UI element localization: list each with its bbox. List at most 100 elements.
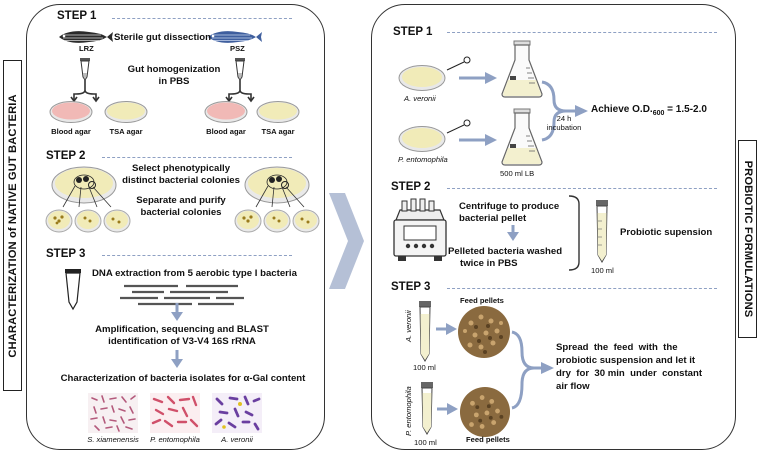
flask-icon-1 (501, 40, 543, 98)
tube-volume-1: 100 ml (413, 363, 436, 372)
tsa-agar-plate-1 (104, 101, 148, 123)
washed-line2: twice in PBS (460, 258, 518, 269)
dissection-text: Sterile gut dissection (114, 32, 212, 43)
right-step3-divider (447, 288, 717, 289)
species-label-2: P. entomophila (398, 155, 448, 164)
right-step3-title: STEP 3 (391, 281, 431, 293)
flask-volume-label: 500 ml LB (500, 169, 535, 178)
merge-arrow (541, 80, 588, 142)
big-chevron-arrow (329, 193, 364, 289)
left-side-label: CHARACTERIZATION of NATIVE GUT BACTERIA (6, 93, 19, 358)
fish-right-label: PSZ (230, 44, 245, 53)
centrifuge-line1: Centrifuge to produce (459, 201, 560, 212)
spread-line3: dry for 30 min under constant (556, 368, 703, 379)
left-side-label-box: CHARACTERIZATION of NATIVE GUT BACTERIA (3, 60, 22, 391)
flask-icon-2 (501, 108, 543, 166)
achieve-suffix: = 1.5-2.0 (664, 104, 707, 115)
species-label-1: A. veronii (404, 94, 436, 103)
probiotic-label: Probiotic supension (620, 227, 713, 238)
arrow-to-flask-1 (459, 72, 497, 84)
micrograph-p-entomophila (150, 393, 200, 433)
colony-plate-left (51, 166, 117, 208)
left-step1-divider (112, 18, 292, 19)
purified-plates-right (234, 209, 320, 233)
right-step2-title: STEP 2 (391, 181, 431, 193)
dna-tube-icon (65, 269, 81, 311)
left-step2-title: STEP 2 (46, 150, 86, 162)
select-colonies-line1: Select phenotypically (131, 163, 231, 174)
zebrafish-psz-icon (208, 31, 262, 43)
tube-p-entomophila-icon (421, 382, 433, 436)
dna-extraction-text: DNA extraction from 5 aerobic type I bac… (92, 268, 297, 279)
left-step1-title: STEP 1 (57, 10, 97, 22)
spread-line4: air flow (556, 381, 590, 392)
right-step2-divider (447, 188, 717, 189)
probiotic-tube-icon (596, 200, 608, 264)
washed-line1: Pelleted bacteria washed (448, 246, 563, 257)
left-step3-divider (102, 255, 292, 256)
feed-pellets-top-label: Feed pellets (460, 296, 504, 305)
amplification-line2: identification of V3-V4 16S rRNA (108, 336, 256, 347)
loop-icon-2 (446, 119, 471, 134)
micro-label-2: P. entomophila (150, 435, 200, 444)
blood-agar-plate-1 (49, 101, 93, 123)
loop-icon-1 (446, 56, 471, 71)
blood-agar-plate-2 (204, 101, 248, 123)
spread-line1: Spread the feed with the (556, 342, 678, 353)
tube-label-2: P. entomophila (404, 386, 413, 436)
characterization-text: Characterization of bacteria isolates fo… (60, 373, 306, 384)
tube-volume-2: 100 ml (414, 438, 437, 447)
tsa-agar-plate-2 (256, 101, 300, 123)
plate-a-veronii (398, 65, 446, 91)
feed-pellets-top (458, 306, 510, 358)
achieve-od-text: Achieve O.D.600 = 1.5-2.0 (591, 104, 707, 119)
micrograph-a-veronii (212, 393, 262, 433)
arrow-down-2 (171, 350, 183, 368)
tsa-agar-label-2: TSA agar (261, 127, 295, 136)
achieve-prefix: Achieve O.D. (591, 104, 653, 115)
left-step3-title: STEP 3 (46, 248, 86, 260)
right-side-label-box: PROBIOTIC FORMULATIONS (738, 140, 757, 338)
feed-pellets-bottom (459, 386, 511, 438)
feed-pellets-bottom-label: Feed pellets (466, 435, 510, 444)
achieve-subscript: 600 (652, 110, 665, 117)
probiotic-volume: 100 ml (591, 266, 614, 275)
fish-left-label: LRZ (79, 44, 94, 53)
zebrafish-lrz-icon (59, 31, 113, 43)
micrograph-s-xiamenensis (88, 393, 138, 433)
tsa-agar-label-1: TSA agar (109, 127, 143, 136)
right-step1-divider (447, 32, 717, 33)
split-arrows-left (70, 80, 100, 103)
merge-arrow-feed (511, 330, 554, 410)
tube-a-veronii-icon (419, 301, 431, 363)
colony-plate-right (244, 166, 310, 208)
blood-agar-label-2: Blood agar (206, 127, 246, 136)
purified-plates-left (45, 209, 131, 233)
purify-line1: Separate and purify (136, 195, 226, 206)
amplification-line1: Amplification, sequencing and BLAST (95, 324, 269, 335)
plate-p-entomophila (398, 126, 446, 152)
select-colonies-line2: distinct bacterial colonies (122, 175, 240, 186)
right-side-label: PROBIOTIC FORMULATIONS (741, 160, 754, 318)
incubation-line2: incubation (546, 123, 582, 132)
arrow-down-3 (507, 225, 519, 241)
gel-bands-icon (120, 284, 244, 306)
arrow-to-flask-2 (459, 134, 497, 146)
centrifuge-line2: bacterial pellet (459, 213, 527, 224)
spread-line2: probiotic suspension and let it (556, 355, 696, 366)
purify-line2: bacterial colonies (140, 207, 222, 218)
bracket-arrow (568, 195, 580, 271)
incubation-line1: 24 h (556, 114, 572, 123)
micro-label-1: S. xiamenensis (87, 435, 139, 444)
left-step2-divider (102, 157, 292, 158)
homogenization-line1: Gut homogenization (127, 64, 221, 75)
tube-label-1: A. veronii (404, 310, 413, 342)
arrow-to-pellets-2 (437, 403, 458, 415)
micro-label-3: A. veronii (221, 435, 253, 444)
split-arrows-right (225, 80, 255, 103)
arrow-to-pellets-1 (436, 323, 457, 335)
right-step1-title: STEP 1 (393, 26, 433, 38)
arrow-down-1 (171, 303, 183, 321)
tube-left-icon (80, 58, 90, 81)
homogenization-line2: in PBS (158, 76, 190, 87)
